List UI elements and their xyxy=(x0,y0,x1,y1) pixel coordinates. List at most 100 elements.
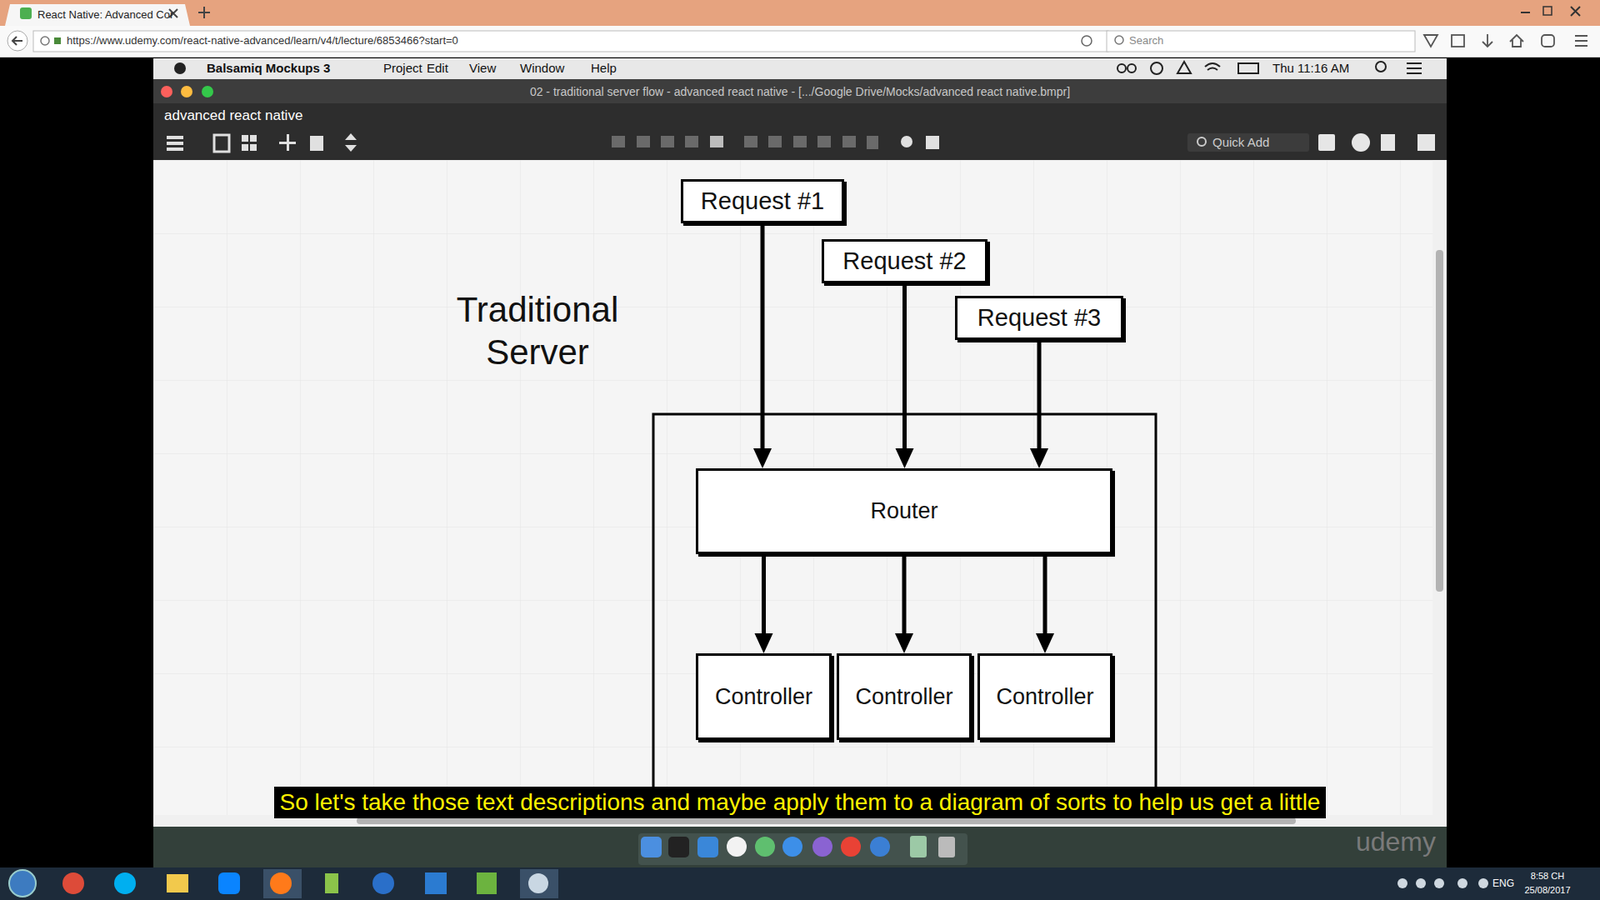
box-label: Request #1 xyxy=(700,187,825,215)
server-boundary xyxy=(653,414,1156,814)
menu-item: Help xyxy=(590,60,617,76)
menu-item: Window xyxy=(520,60,565,76)
controller-box: Controller xyxy=(977,653,1113,740)
controller-box: Controller xyxy=(836,653,972,740)
info-icon xyxy=(40,36,50,45)
taskbar-date: 25/08/2017 xyxy=(1524,885,1570,896)
flow-arrow xyxy=(761,554,766,645)
watermark: udemy xyxy=(1355,825,1436,858)
minimize-light xyxy=(180,85,193,98)
search-box xyxy=(1106,30,1415,52)
tool-icon xyxy=(925,135,940,150)
clock: Thu 11:16 AM xyxy=(1272,60,1350,76)
dock-icon xyxy=(782,836,803,857)
apple-logo xyxy=(174,62,186,75)
toolbar-icons xyxy=(166,133,357,152)
scroll-track xyxy=(1432,160,1447,815)
window-title: 02 - traditional server flow - advanced … xyxy=(530,85,1070,100)
tab-icon xyxy=(20,7,32,20)
tool-icon xyxy=(900,135,913,148)
tool-icon xyxy=(166,147,184,151)
taskbar-icon xyxy=(325,873,339,894)
dock-icon xyxy=(726,836,747,857)
taskbar-icon xyxy=(114,872,136,895)
dock-icon xyxy=(870,836,890,857)
taskbar-icon xyxy=(528,873,549,894)
spotlight-icon xyxy=(1375,61,1386,72)
tool-icon xyxy=(166,135,184,140)
flow-arrow xyxy=(1043,554,1048,645)
scroll-thumb xyxy=(1435,250,1444,592)
tool-icon xyxy=(1380,134,1395,151)
status-icon xyxy=(1127,64,1136,73)
home-icon xyxy=(1510,35,1524,47)
taskbar-active xyxy=(520,869,559,899)
mac-menubar xyxy=(153,58,1447,80)
box-label: Request #3 xyxy=(977,304,1101,332)
close xyxy=(1570,6,1580,16)
dock-icon xyxy=(840,836,861,857)
tool-icon xyxy=(636,135,650,148)
app-menu: Balsamiq Mockups 3 xyxy=(206,60,330,76)
toolbar-disabled-icons xyxy=(611,135,940,150)
url-text: https://www.udemy.com/react-native-advan… xyxy=(66,34,459,48)
tray-icon xyxy=(1457,878,1468,889)
request-box: Request #2 xyxy=(821,239,988,284)
new-tab xyxy=(198,6,210,19)
flow-arrow xyxy=(902,554,907,645)
taskbar-icon xyxy=(476,872,497,895)
mockup-canvas xyxy=(153,160,1447,827)
dock-icons xyxy=(640,835,955,858)
menu-item: Project xyxy=(383,60,423,76)
tray-icon xyxy=(1478,878,1489,889)
taskbar xyxy=(0,867,1600,900)
router-box: Router xyxy=(695,468,1113,555)
diagram-title: Traditional Server xyxy=(420,288,655,374)
taskbar-icon xyxy=(166,874,189,893)
list-icon xyxy=(1406,63,1422,74)
taskbar-icons xyxy=(62,869,559,899)
back-arrow xyxy=(12,36,23,45)
url-box xyxy=(33,30,1109,52)
tool-icon xyxy=(250,144,257,151)
reload-icon xyxy=(1081,35,1092,46)
tool-icon xyxy=(286,134,290,151)
download-icon xyxy=(1482,34,1493,47)
tool-icon xyxy=(611,135,625,148)
toolbar-right-icons xyxy=(1318,133,1435,152)
taskbar-icon xyxy=(372,872,395,895)
wifi-icon xyxy=(1205,63,1220,70)
flow-arrow xyxy=(902,283,907,460)
tool-icon xyxy=(250,135,257,142)
canvas-grid xyxy=(153,160,1433,815)
zoom-light xyxy=(201,85,214,98)
taskbar-icon xyxy=(270,872,292,895)
search-placeholder: Search xyxy=(1129,34,1164,48)
box-label: Controller xyxy=(855,684,953,710)
start-button xyxy=(9,870,36,897)
menu-item: Edit xyxy=(426,60,449,76)
minimize xyxy=(1520,11,1530,14)
tab-strip xyxy=(0,0,1600,26)
tool-icon xyxy=(866,135,879,150)
window-titlebar xyxy=(153,79,1447,104)
restore xyxy=(1543,6,1552,15)
page-background xyxy=(0,57,1600,868)
tool-icon xyxy=(842,135,856,148)
box-label: Router xyxy=(870,498,938,525)
drive-icon xyxy=(1177,61,1191,74)
tool-icon xyxy=(166,141,184,145)
box-label: Request #2 xyxy=(842,247,966,275)
tool-icon xyxy=(345,133,357,152)
quick-add-search-icon xyxy=(1197,137,1206,146)
info-icon xyxy=(1351,133,1370,152)
box-label: Controller xyxy=(995,684,1094,710)
taskbar-icon xyxy=(62,872,85,895)
dock-icon xyxy=(910,835,927,858)
toolbar-icons xyxy=(1424,34,1588,47)
star-icon xyxy=(1424,35,1438,47)
tool-icon xyxy=(1318,134,1335,151)
tool-icon xyxy=(241,135,249,142)
